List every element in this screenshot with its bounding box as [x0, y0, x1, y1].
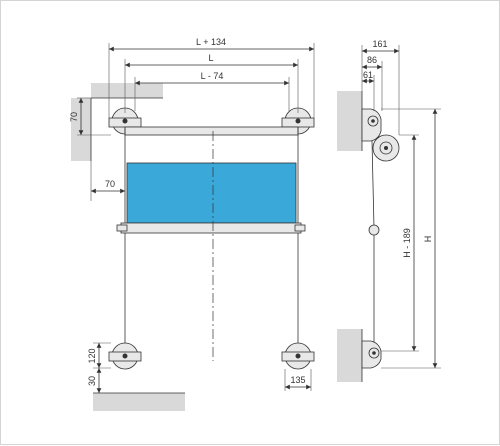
label-wall-offset: 70: [105, 179, 115, 189]
bottom-bar-right-cap: [294, 224, 306, 232]
side-view: 161 86 61 H - 189 H: [337, 39, 441, 382]
head-rail: [124, 126, 299, 136]
label-total-height: H: [423, 236, 433, 243]
label-overall-width: L + 134: [196, 37, 226, 47]
bottom-bar-left-cap: [116, 224, 128, 232]
side-wall-top: [337, 91, 362, 151]
label-bracket-height: 120: [87, 348, 97, 363]
front-view: L + 134 L L - 74 70 70 120 30 135: [69, 37, 315, 411]
bottom-right-bracket: [281, 342, 315, 370]
label-depth-outer: 161: [372, 39, 387, 49]
label-inner-width: L - 74: [201, 71, 224, 81]
blind-fabric: [126, 162, 297, 224]
side-wall-bottom: [337, 329, 362, 382]
side-bottom-bar: [368, 224, 380, 236]
floor-block: [93, 393, 185, 411]
ceiling-block: [91, 83, 163, 98]
label-bracket-width: 135: [290, 375, 305, 385]
side-cable: [371, 140, 375, 229]
label-wall-height: 70: [69, 112, 79, 122]
label-travel-height: H - 189: [402, 228, 412, 258]
label-depth-middle: 86: [367, 55, 377, 65]
label-floor-gap: 30: [87, 376, 97, 386]
label-depth-inner: 61: [363, 70, 373, 80]
bottom-left-bracket: [108, 342, 142, 370]
label-width: L: [208, 53, 213, 63]
side-bottom-bracket: [361, 340, 382, 369]
side-top-bracket: [361, 108, 400, 162]
bottom-bar: [120, 222, 302, 234]
